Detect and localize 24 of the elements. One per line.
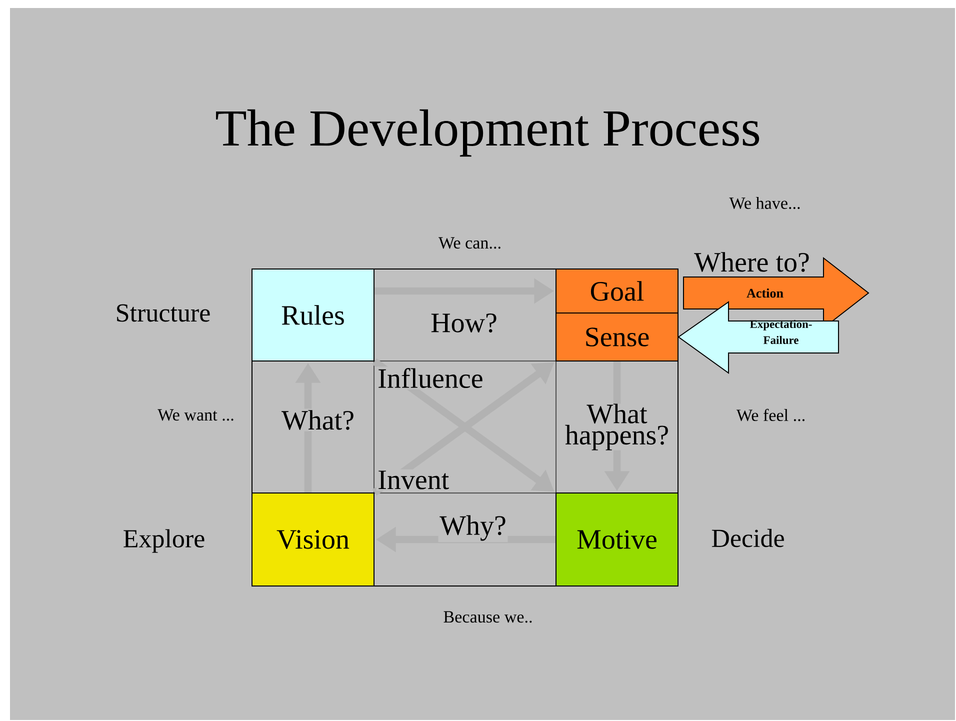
edge-label: Why?: [438, 514, 508, 542]
motive-box: Motive: [556, 492, 678, 586]
label: We want ...: [158, 409, 234, 421]
label: We have...: [729, 196, 800, 210]
edge-label: How?: [429, 312, 499, 334]
rules-box: Rules: [252, 268, 374, 362]
edge-label: Expectation-Failure: [750, 320, 812, 344]
label: Explore: [124, 529, 204, 553]
title: The Development Process: [216, 109, 760, 157]
label: We can...: [438, 237, 500, 249]
edge-label: Invent: [376, 469, 450, 491]
edge-label: Influence: [376, 366, 485, 390]
label: Decide: [712, 528, 784, 548]
label: Where to?: [694, 252, 809, 272]
label: We feel ...: [736, 408, 804, 422]
edge-label: What happens?: [560, 404, 674, 450]
edge-label: What?: [280, 408, 356, 432]
label: Structure: [117, 304, 210, 322]
label: Because we..: [444, 611, 532, 623]
block-arrow: [678, 301, 840, 374]
sense-box: Sense: [556, 312, 678, 362]
vision-box: Vision: [252, 492, 374, 586]
goal-box: Goal: [556, 268, 678, 314]
edge-label: Action: [746, 288, 784, 298]
